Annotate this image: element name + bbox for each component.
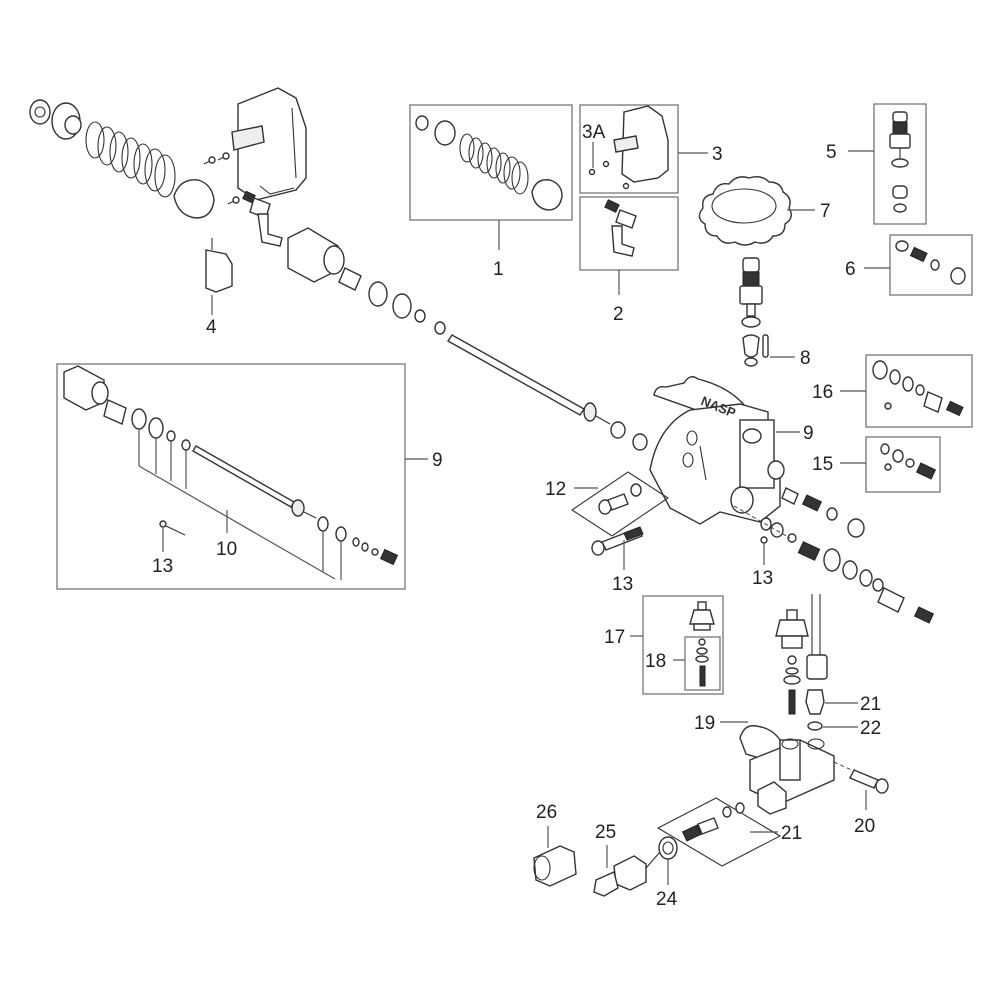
micro-switch-loose	[203, 87, 307, 205]
callout-4: 4	[206, 317, 217, 338]
bolt-13	[591, 526, 644, 556]
kit-box-3	[579, 104, 679, 194]
piston-kit-parts	[63, 365, 399, 566]
kit-box-6	[889, 234, 973, 296]
callout-25: 25	[595, 822, 616, 843]
valve-kit-16-parts	[872, 360, 964, 417]
spring-kit-parts	[415, 115, 563, 211]
check-valve-kit-parts	[895, 240, 966, 285]
sensor-kit-parts	[689, 601, 715, 687]
kit-box-18	[684, 636, 721, 691]
lever-pin-kit-parts	[604, 199, 637, 257]
callout-16: 16	[812, 382, 833, 403]
pressure-sensor-loose	[775, 594, 828, 715]
kit-box-10	[56, 363, 406, 590]
callout-7: 7	[820, 201, 831, 222]
fitting-22-23	[805, 689, 825, 731]
valve-body: NASP	[649, 376, 785, 525]
body-side-parts	[733, 487, 935, 624]
ball-14-right	[760, 536, 768, 544]
callout-12: 12	[545, 479, 566, 500]
callout-20: 20	[854, 816, 875, 837]
valve-stem	[739, 257, 769, 367]
adapter-26	[533, 845, 577, 887]
adjustment-knob	[698, 175, 792, 246]
kit-box-21	[656, 797, 782, 867]
kit-box-5	[873, 103, 927, 225]
callout-3a: 3A	[582, 122, 606, 143]
outlet-manifold	[739, 725, 857, 815]
kit-box-2	[579, 196, 679, 271]
outlet-fitting-25	[593, 851, 661, 897]
callout-11: 10	[216, 539, 237, 560]
callout-14-left: 13	[152, 556, 173, 577]
valve-stem-kit-parts	[889, 111, 911, 213]
callout-6: 6	[845, 259, 856, 280]
callout-17: 17	[604, 627, 625, 648]
callout-21: 21	[781, 823, 802, 844]
callout-13: 13	[612, 574, 633, 595]
callout-22: 21	[860, 694, 881, 715]
callout-26: 26	[536, 802, 557, 823]
lever-pin-loose	[242, 190, 283, 247]
bolt-20	[849, 769, 889, 794]
plug-kit-parts	[598, 483, 642, 515]
micro-switch-kit-parts	[588, 105, 669, 190]
callout-10: 9	[432, 450, 443, 471]
callout-23: 22	[860, 718, 881, 739]
kit-box-17	[642, 595, 724, 695]
callout-9: 9	[803, 423, 814, 444]
callout-2: 2	[613, 304, 624, 325]
callout-1: 1	[493, 259, 504, 280]
callout-8: 8	[800, 348, 811, 369]
kit-box-15	[865, 436, 941, 493]
spring-assembly-loose	[29, 99, 215, 219]
rod-assembly-main	[287, 227, 648, 451]
seal-kit-leaders	[138, 429, 342, 580]
callout-5: 5	[826, 142, 837, 163]
callout-14-right: 13	[752, 568, 773, 589]
kit-box-1	[409, 104, 573, 221]
callout-24: 24	[656, 889, 678, 910]
callout-18: 18	[645, 651, 666, 672]
washer-24	[658, 836, 678, 860]
valve-kit-15-parts	[880, 443, 937, 480]
kit-box-12	[571, 471, 669, 537]
check-valve-21-parts	[681, 802, 745, 842]
callout-15: 15	[812, 454, 833, 475]
callout-19: 19	[694, 713, 715, 734]
switch-cover-loose	[205, 238, 233, 293]
callout-3: 3	[712, 144, 723, 165]
